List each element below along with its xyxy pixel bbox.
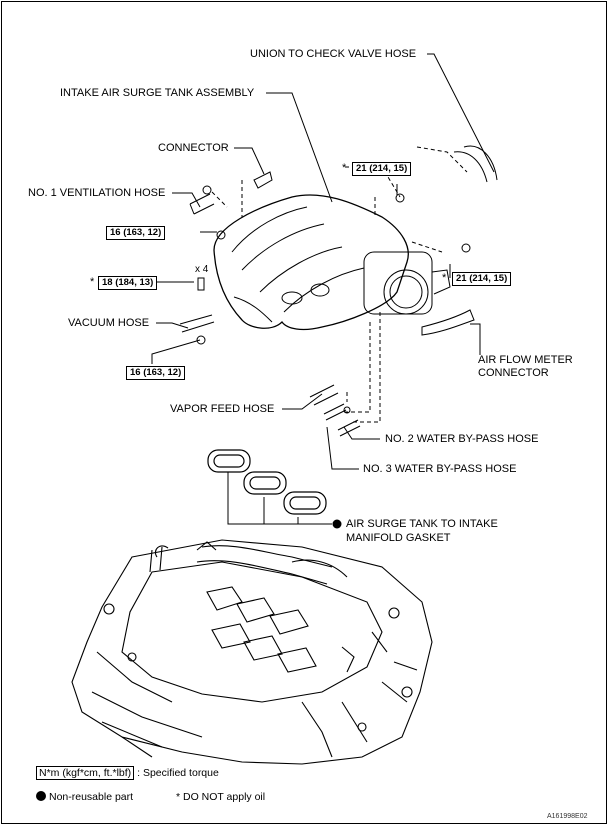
surge-tank-body (213, 194, 409, 331)
legend-nonreusable: Non-reusable part (36, 791, 133, 804)
no-oil-asterisk: * (442, 272, 447, 284)
ventilation-hose-part (189, 193, 215, 215)
torque-box-3: 18 (184, 13) (98, 276, 158, 290)
legend-torque-desc: : Specified torque (137, 767, 219, 779)
leader-connector (234, 147, 265, 175)
label-gasket-1: AIR SURGE TANK TO INTAKE (346, 518, 498, 530)
leader-air-flow (470, 323, 481, 355)
bolts (196, 185, 471, 414)
vapor-hose-part (309, 384, 339, 406)
figure-code: A161998E02 (547, 813, 588, 820)
engine-block (71, 539, 433, 765)
vacuum-hose-part (179, 314, 215, 333)
air-flow-connector-part (421, 309, 475, 336)
union-hose-part (453, 145, 498, 183)
label-gasket-2: MANIFOLD GASKET (346, 532, 451, 544)
gaskets (207, 449, 327, 515)
leader-ventilation (172, 192, 201, 208)
legend-no-oil: * DO NOT apply oil (176, 791, 266, 803)
legend-torque-unit: N*m (kgf*cm, ft.*lbf) (36, 766, 135, 780)
leader-surge-tank (266, 92, 333, 203)
leader-bypass3 (326, 426, 359, 470)
nonreusable-dot-icon (36, 791, 46, 801)
leader-t5 (151, 339, 201, 364)
label-water-bypass-3: NO. 3 WATER BY-PASS HOSE (363, 463, 517, 475)
torque-box-1: 21 (214, 15) (352, 162, 412, 176)
no-oil-asterisk: * (90, 276, 95, 288)
nonreusable-mark (332, 519, 342, 529)
leader-vapor (282, 393, 323, 410)
legend-torque: N*m (kgf*cm, ft.*lbf) : Specified torque (36, 766, 219, 780)
label-vacuum-hose: VACUUM HOSE (68, 317, 150, 329)
leader-gasket (227, 472, 332, 525)
label-water-bypass-2: NO. 2 WATER BY-PASS HOSE (385, 433, 539, 445)
label-quantity: x 4 (195, 264, 209, 275)
label-vapor-feed-hose: VAPOR FEED HOSE (170, 403, 275, 415)
no-oil-asterisk: * (342, 162, 347, 174)
throttle-body (363, 251, 433, 315)
legend-nonreusable-text: Non-reusable part (49, 791, 134, 803)
label-surge-tank: INTAKE AIR SURGE TANK ASSEMBLY (60, 87, 255, 99)
torque-box-4: 21 (214, 15) (452, 272, 512, 286)
label-connector: CONNECTOR (158, 142, 229, 154)
label-air-flow-meter-2: CONNECTOR (478, 367, 549, 379)
leader-vacuum (156, 322, 189, 329)
torque-box-2: 16 (163, 12) (106, 226, 166, 240)
leader-union-hose (427, 53, 495, 173)
connector-part (253, 171, 273, 189)
leader-bypass2 (343, 426, 380, 440)
label-air-flow-meter-1: AIR FLOW METER (478, 354, 573, 366)
label-union-hose: UNION TO CHECK VALVE HOSE (250, 48, 417, 60)
torque-box-5: 16 (163, 12) (126, 366, 186, 380)
label-ventilation-hose: NO. 1 VENTILATION HOSE (28, 187, 166, 199)
